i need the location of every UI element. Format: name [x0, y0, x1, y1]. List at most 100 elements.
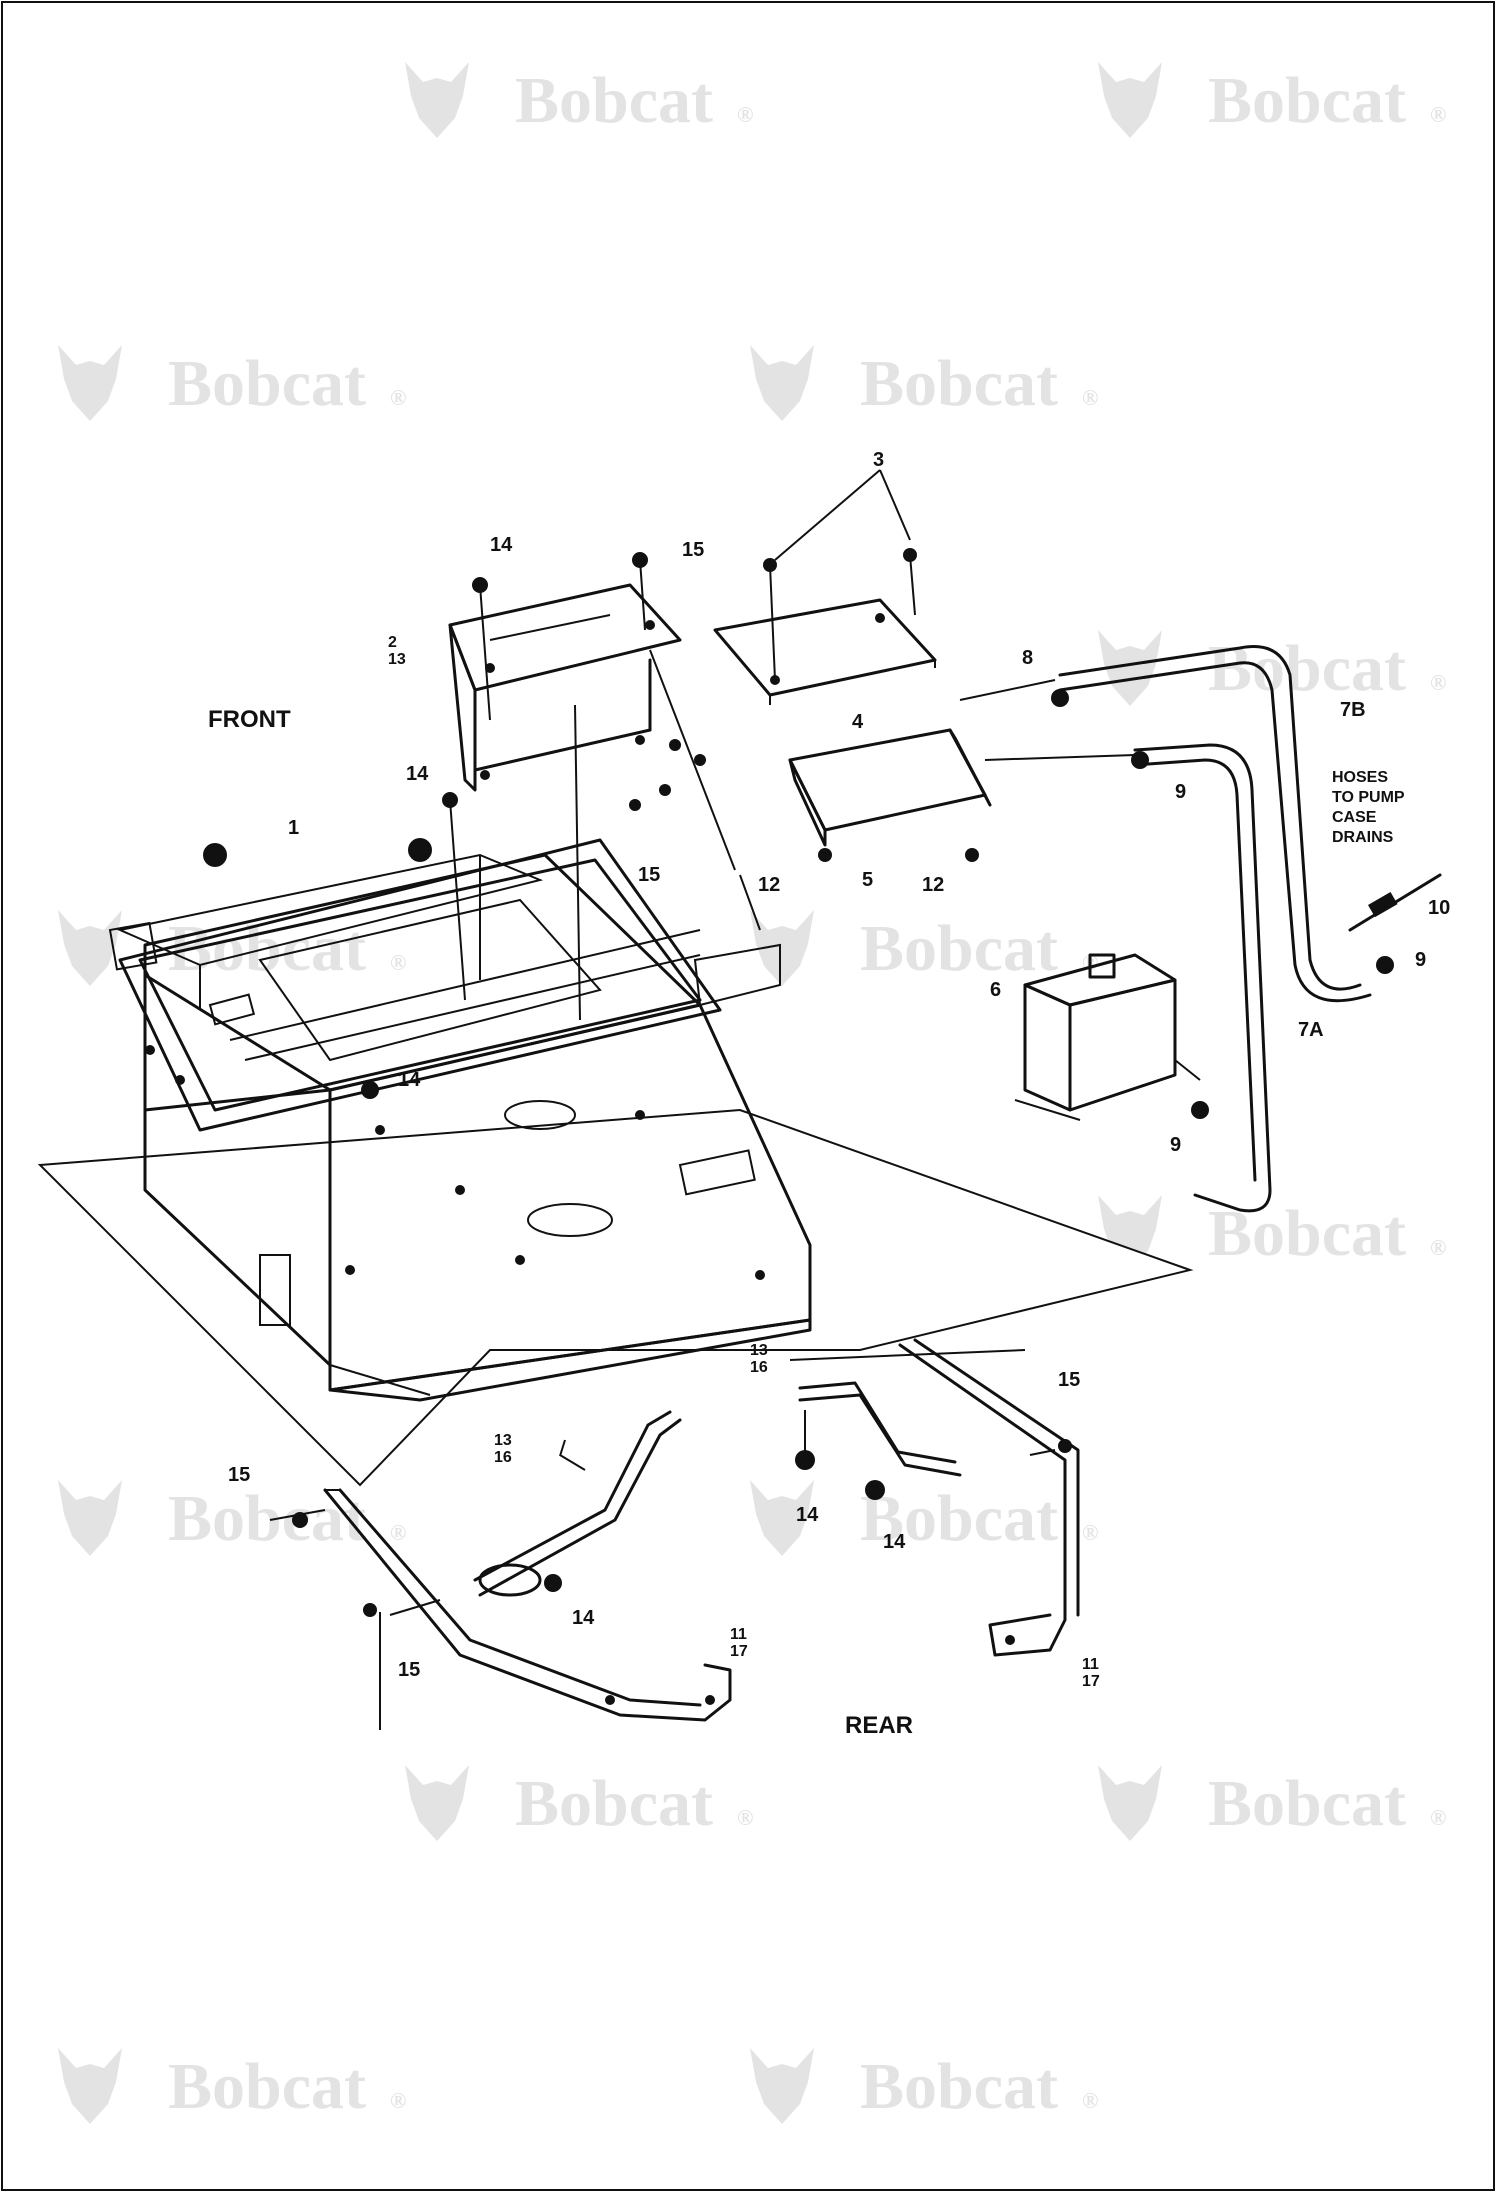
- callout-8: 8: [1022, 647, 1034, 669]
- note-line-2: TO PUMP: [1332, 789, 1405, 806]
- watermark-registered-mark: ®: [1430, 1805, 1446, 1830]
- hardware-fasteners: [361, 548, 1394, 1119]
- bobcat-head-icon: [750, 1480, 814, 1556]
- callout-15-top: 15: [682, 539, 705, 561]
- callout-10: 10: [1428, 897, 1451, 919]
- callout-13-16-right: 13 16: [750, 1342, 768, 1376]
- bobcat-head-icon: [58, 2048, 122, 2124]
- oil-cooler: [788, 728, 992, 847]
- watermark-registered-mark: ®: [1430, 1235, 1446, 1260]
- callout-13-16-left: 13 16: [494, 1432, 512, 1466]
- watermark-text: Bobcat: [1208, 64, 1406, 137]
- mounting-plate: [713, 598, 937, 705]
- callout-12-left: 12: [758, 874, 781, 896]
- callout-5: 5: [862, 869, 874, 891]
- callout-11: 11: [1082, 1656, 1099, 1673]
- callout-12-right: 12: [922, 874, 945, 896]
- callout-17: 17: [1082, 1673, 1100, 1690]
- callout-9-reservoir: 9: [1170, 1134, 1182, 1156]
- callout-7b: 7B: [1340, 699, 1366, 721]
- callout-14-frame: 14: [398, 1069, 421, 1091]
- bobcat-watermark: Bobcat ®: [750, 345, 1098, 421]
- hose-7b-outer: [1058, 661, 1372, 1003]
- bobcat-watermark: Bobcat ®: [405, 62, 753, 138]
- callout-15-plate: 15: [638, 864, 661, 886]
- cover-plate-upper: [448, 583, 682, 792]
- watermark-text: Bobcat: [515, 64, 713, 137]
- bobcat-head-icon: [750, 345, 814, 421]
- watermark-text: Bobcat: [860, 2050, 1058, 2123]
- watermark-registered-mark: ®: [390, 2088, 406, 2113]
- bobcat-watermark: Bobcat ®: [1098, 1765, 1446, 1841]
- bobcat-watermark: Bobcat ®: [1098, 62, 1446, 138]
- bobcat-watermark: Bobcat®: [58, 345, 406, 421]
- bobcat-watermark: Bobcat®: [58, 910, 406, 986]
- watermark-text: Bobcat: [1208, 1767, 1406, 1840]
- lower-brace-right: [789, 1349, 1026, 1477]
- bobcat-watermark: Bobcat®: [58, 1480, 406, 1556]
- front-label: FRONT: [208, 706, 291, 733]
- lower-rail-right: [865, 1338, 1080, 1657]
- watermark-text: Bobcat: [860, 347, 1058, 420]
- callout-14-top: 14: [490, 534, 513, 556]
- callout-2: 2: [388, 634, 397, 651]
- bobcat-head-icon: [1098, 62, 1162, 138]
- fitting-10: [1348, 873, 1442, 932]
- callout-6: 6: [990, 979, 1002, 1001]
- watermark-registered-mark: ®: [1082, 385, 1098, 410]
- callout-14-brace-right: 14: [796, 1504, 819, 1526]
- bobcat-watermark: Bobcat ®: [405, 1765, 753, 1841]
- bobcat-head-icon: [750, 910, 814, 986]
- hose-7b: [1058, 645, 1362, 991]
- callout-7a: 7A: [1298, 1019, 1324, 1041]
- callout-14-mid: 14: [406, 763, 429, 785]
- watermark-registered-mark: ®: [390, 950, 406, 975]
- note-line-3: CASE: [1332, 809, 1377, 826]
- callout-11-17-right: 11 17: [1082, 1656, 1100, 1690]
- callout-2-13: 2 13: [388, 634, 406, 668]
- bobcat-head-icon: [405, 1765, 469, 1841]
- callout-9-cooler: 9: [1175, 781, 1187, 803]
- watermark-registered-mark: ®: [1082, 2088, 1098, 2113]
- callout-15-left-lower: 15: [398, 1659, 421, 1681]
- callout-16: 16: [750, 1359, 768, 1376]
- hydraulic-reservoir: [1014, 953, 1177, 1121]
- main-frame-assembly: [108, 838, 812, 1402]
- hose-7a: [1133, 743, 1272, 1213]
- watermark-registered-mark: ®: [737, 102, 753, 127]
- callout-3: 3: [873, 449, 885, 471]
- floor-plane: [37, 1108, 1194, 1487]
- callout-1: 1: [288, 817, 300, 839]
- bobcat-head-icon: [1098, 630, 1162, 706]
- lower-brace-left: [473, 1410, 682, 1597]
- bobcat-watermark: Bobcat ®: [750, 2048, 1098, 2124]
- watermark-registered-mark: ®: [1082, 1520, 1098, 1545]
- watermark-text: Bobcat: [515, 1767, 713, 1840]
- bobcat-watermark: Bobcat®: [1098, 630, 1446, 706]
- hoses-note: HOSES TO PUMP CASE DRAINS: [1332, 768, 1405, 848]
- callout-15-right: 15: [1058, 1369, 1081, 1391]
- callout-17: 17: [730, 1643, 748, 1660]
- watermark-registered-mark: ®: [1430, 670, 1446, 695]
- callout-13: 13: [388, 651, 406, 668]
- watermark-registered-mark: ®: [1430, 102, 1446, 127]
- lower-rail-left: [269, 1488, 732, 1722]
- callout-14-rail-right: 14: [883, 1531, 906, 1553]
- callout-11-17-left: 11 17: [730, 1626, 748, 1660]
- note-line-4: DRAINS: [1332, 829, 1394, 846]
- callout-11: 11: [730, 1626, 747, 1643]
- hose-7a-outer: [1133, 758, 1257, 1182]
- bobcat-watermark: Bobcat ®: [750, 1480, 1098, 1556]
- watermark-registered-mark: ®: [737, 1805, 753, 1830]
- watermark-text: Bobcat: [168, 1482, 366, 1555]
- watermark-text: Bobcat: [168, 347, 366, 420]
- rear-label: REAR: [845, 1712, 914, 1739]
- bobcat-head-icon: [750, 2048, 814, 2124]
- callout-9-fitting: 9: [1415, 949, 1427, 971]
- watermark-text: Bobcat: [168, 2050, 366, 2123]
- watermark-text: Bobcat: [860, 1482, 1058, 1555]
